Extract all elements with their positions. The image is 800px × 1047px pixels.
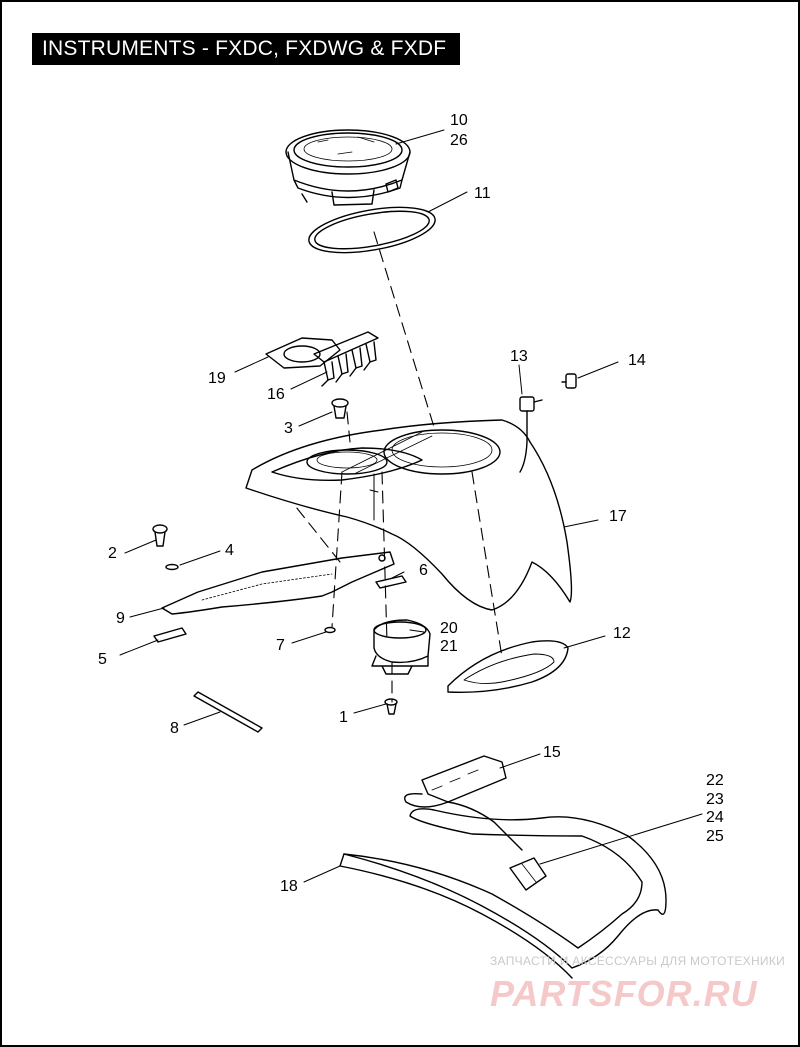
- callout-23: 23: [706, 791, 724, 808]
- callout-1: 1: [339, 709, 348, 726]
- callout-10: 10: [450, 112, 468, 129]
- callout-11: 11: [474, 185, 491, 202]
- callout-6: 6: [419, 562, 428, 579]
- callout-19: 19: [208, 370, 226, 387]
- callout-4: 4: [225, 542, 234, 559]
- callout-2: 2: [108, 545, 117, 562]
- callout-18: 18: [280, 878, 298, 895]
- callout-7: 7: [276, 637, 285, 654]
- screw-1: [384, 698, 398, 715]
- screw-2: [152, 524, 168, 547]
- instrument-console-housing: [245, 419, 573, 611]
- watermark: ЗАПЧАСТИ И АКСЕССУАРЫ ДЛЯ МОТОТЕХНИКИ PA…: [490, 954, 785, 1014]
- watermark-brand: PARTSFOR.RU: [490, 973, 758, 1014]
- clip-5: [153, 627, 187, 643]
- clip-6: [375, 575, 407, 589]
- callout-numbers: 10 26 11 19 16 3 13 14 17 2 4 6 9 5 7 20…: [98, 112, 724, 895]
- console-base-gasket: [447, 640, 569, 693]
- watermark-caption: ЗАПЧАСТИ И АКСЕССУАРЫ ДЛЯ МОТОТЕХНИКИ: [490, 954, 785, 968]
- callout-26: 26: [450, 132, 468, 149]
- callout-9: 9: [116, 610, 125, 627]
- mounting-plate: [161, 551, 395, 615]
- callout-12: 12: [613, 625, 631, 642]
- callout-24: 24: [706, 809, 724, 826]
- callout-16: 16: [267, 386, 285, 403]
- callout-14: 14: [628, 352, 646, 369]
- speedometer-gauge: [285, 129, 411, 206]
- wiring-connector: [404, 755, 523, 851]
- callout-17: 17: [609, 508, 627, 525]
- gauge-gasket-ring: [308, 206, 436, 254]
- indicator-bracket: [313, 331, 379, 387]
- callout-21: 21: [440, 638, 458, 655]
- callout-3: 3: [284, 420, 293, 437]
- harness-connector: [509, 857, 547, 891]
- cable-strap: [193, 691, 263, 733]
- callout-8: 8: [170, 720, 179, 737]
- mounting-gasket: [265, 337, 341, 369]
- leader-lines: [119, 129, 703, 883]
- callout-5: 5: [98, 651, 107, 668]
- callout-25: 25: [706, 828, 724, 845]
- console-trim-strip: [339, 808, 667, 979]
- diagram-title: INSTRUMENTS - FXDC, FXDWG & FXDF: [32, 33, 461, 65]
- screw-14: [561, 373, 577, 389]
- nut-7: [324, 626, 336, 634]
- callout-22: 22: [706, 772, 724, 789]
- washer-4: [165, 563, 179, 571]
- screw-3: [331, 398, 349, 419]
- callout-20: 20: [440, 620, 458, 637]
- callout-15: 15: [543, 744, 561, 761]
- callout-13: 13: [510, 348, 528, 365]
- indicator-lamp-housing: [371, 619, 431, 675]
- indicator-bulb: [519, 396, 543, 473]
